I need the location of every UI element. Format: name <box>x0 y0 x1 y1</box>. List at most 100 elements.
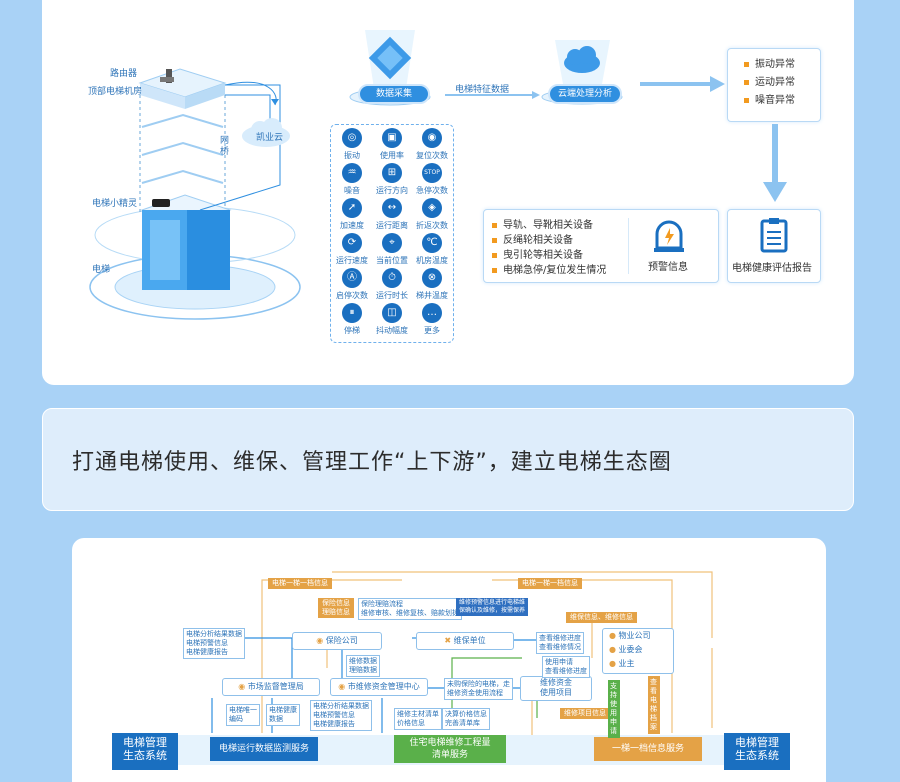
node-owners-group: ● 物业公司 ● 业委会 ● 业主 <box>602 628 674 674</box>
node-market: ◉ 市场监督管理局 <box>222 678 320 696</box>
bridge-label: 网桥 <box>220 136 230 157</box>
insurer-icon: ◉ <box>316 636 326 645</box>
cloud-analysis-pill: 云端处理分析 <box>548 84 622 104</box>
down-arrow-icon <box>763 124 787 202</box>
owner-icon: ● <box>609 659 619 668</box>
stop-icon: STOP <box>422 163 442 183</box>
sensor-item: ▣使用率 <box>372 128 412 161</box>
sensor-label: 机房温度 <box>416 256 448 265</box>
tag-view-progress: 查看维修进度 查看维修情况 <box>536 632 584 654</box>
node-fund: ◉ 市维修资金管理中心 <box>330 678 428 696</box>
service-bill: 住宅电梯维修工程量 清单服务 <box>394 735 506 763</box>
tag-one-file-left: 电梯一梯一档信息 <box>268 578 332 589</box>
elevator-illustration <box>89 68 301 320</box>
sensor-label: 运行速度 <box>336 256 368 265</box>
halt-icon: ⏸ <box>342 303 362 323</box>
return-icon: ◈ <box>422 198 442 218</box>
location-icon: ⌖ <box>382 233 402 253</box>
eco-side-left: 电梯管理 生态系统 <box>112 733 178 770</box>
more-icon: … <box>422 303 442 323</box>
sensor-label: 停梯 <box>344 326 360 335</box>
anomaly-item: 噪音异常 <box>744 93 820 108</box>
tag-report-mid: 电梯分析结果数据 电梯预警信息 电梯健康报告 <box>310 700 372 731</box>
vibration-icon: ◎ <box>342 128 362 148</box>
tag-health: 电梯健康 数据 <box>266 704 300 726</box>
sensor-item: ⏱ 运行时长 <box>372 268 412 301</box>
tag-maint-info: 维保信息、维修信息 <box>566 612 637 623</box>
tag-project-info: 维修项目信息 <box>560 708 610 719</box>
banner-text: 打通电梯使用、维保、管理工作“上下游”，建立电梯生态圈 <box>72 450 672 475</box>
anomaly-box: 振动异常 运动异常 噪音异常 <box>727 48 821 122</box>
tag-maint-flow: 维修预警信息进行电梯维 保确认及维修，按需保养 <box>456 598 529 616</box>
service-monitor: 电梯运行数据监测服务 <box>210 737 318 761</box>
sensor-item: ◉ 复位次数 <box>412 128 452 161</box>
tag-one-file-right: 电梯一梯一档信息 <box>518 578 582 589</box>
sensor-item: ⊞运行方向 <box>372 163 412 196</box>
sprite-label: 电梯小精灵 <box>92 199 138 209</box>
report-label: 电梯健康评估报告 <box>732 263 812 274</box>
reset-icon: ◉ <box>422 128 442 148</box>
top-panel <box>42 0 854 385</box>
sensor-grid <box>330 124 454 343</box>
cloud-icon <box>242 118 290 147</box>
device-item: 电梯急停/复位发生情况 <box>492 263 718 278</box>
report-icon <box>760 218 788 253</box>
tag-use-apply: 使用申请 查看维修进度 <box>542 656 590 678</box>
node-fund-use: 维修资金 使用项目 <box>520 676 592 701</box>
arrow-icon <box>640 76 725 92</box>
sensor-label: 运行方向 <box>376 186 408 195</box>
node-insurer: ◉ 保险公司 <box>292 632 382 650</box>
sensor-item: ➚ 加速度 <box>332 198 372 231</box>
feature-data-label: 电梯特征数据 <box>455 85 510 95</box>
sensor-item: Ⓐ 启停次数 <box>332 268 372 301</box>
router-label: 路由器 <box>110 69 138 79</box>
sensor-label: 振动 <box>344 151 360 160</box>
tag-view-file: 查看电梯档案 <box>648 676 660 734</box>
committee-icon: ● <box>609 645 619 654</box>
banner <box>42 408 854 511</box>
device-item: 反绳轮相关设备 <box>492 233 718 248</box>
sensor-label: 运行时长 <box>376 291 408 300</box>
tag-support-apply: 支持使用申请 <box>608 680 620 738</box>
machine-room-label: 顶部电梯机房 <box>88 87 143 97</box>
sensor-label: 启停次数 <box>336 291 368 300</box>
sensor-item: ♒ 噪音 <box>332 163 372 196</box>
devices-box: 导轨、导靴相关设备 反绳轮相关设备 曳引轮等相关设备 电梯急停/复位发生情况 预… <box>483 209 719 283</box>
sensor-label: 复位次数 <box>416 151 448 160</box>
start-stop-icon: Ⓐ <box>342 268 362 288</box>
tag-fund-data: 维修数据 理赔数据 <box>346 655 380 677</box>
duration-icon: ⏱ <box>382 268 402 288</box>
shaft-temp-icon: ⊗ <box>422 268 442 288</box>
market-icon: ◉ <box>238 682 248 691</box>
sensor-label: 运行距离 <box>376 221 408 230</box>
sensor-label: 加速度 <box>340 221 364 230</box>
sensor-item: ◫抖动幅度 <box>372 303 412 336</box>
sensor-item: ↔运行距离 <box>372 198 412 231</box>
sensor-label: 更多 <box>424 326 440 335</box>
anomaly-item: 振动异常 <box>744 57 820 72</box>
property-icon: ● <box>609 631 619 640</box>
tag-settle: 决算价格信息 完善清单库 <box>442 708 490 730</box>
noise-icon: ♒ <box>342 163 362 183</box>
sensor-item: ⏸ 停梯 <box>332 303 372 336</box>
service-file: 一梯一档信息服务 <box>594 737 702 761</box>
tag-material-price: 维修主材清单 价格信息 <box>394 708 442 730</box>
sensor-item: ◈ 折返次数 <box>412 198 452 231</box>
sensor-label: 噪音 <box>344 186 360 195</box>
acceleration-icon: ➚ <box>342 198 362 218</box>
report-box: 电梯健康评估报告 <box>727 209 821 283</box>
node-maintenance: ✖ 维保单位 <box>416 632 514 650</box>
tag-report-left: 电梯分析结果数据 电梯预警信息 电梯健康报告 <box>183 628 245 659</box>
eco-side-right: 电梯管理 生态系统 <box>724 733 790 770</box>
sensor-label: 折返次数 <box>416 221 448 230</box>
sensor-item: ⌖当前位置 <box>372 233 412 266</box>
tag-code: 电梯唯一 编码 <box>226 704 260 726</box>
alarm-icon <box>654 220 684 252</box>
tag-not-insured: 未购保险的电梯，走 维修资金使用流程 <box>444 678 513 700</box>
data-collect-pill: 数据采集 <box>358 84 430 104</box>
sensor-item: … 更多 <box>412 303 452 336</box>
sensor-label: 抖动幅度 <box>376 326 408 335</box>
